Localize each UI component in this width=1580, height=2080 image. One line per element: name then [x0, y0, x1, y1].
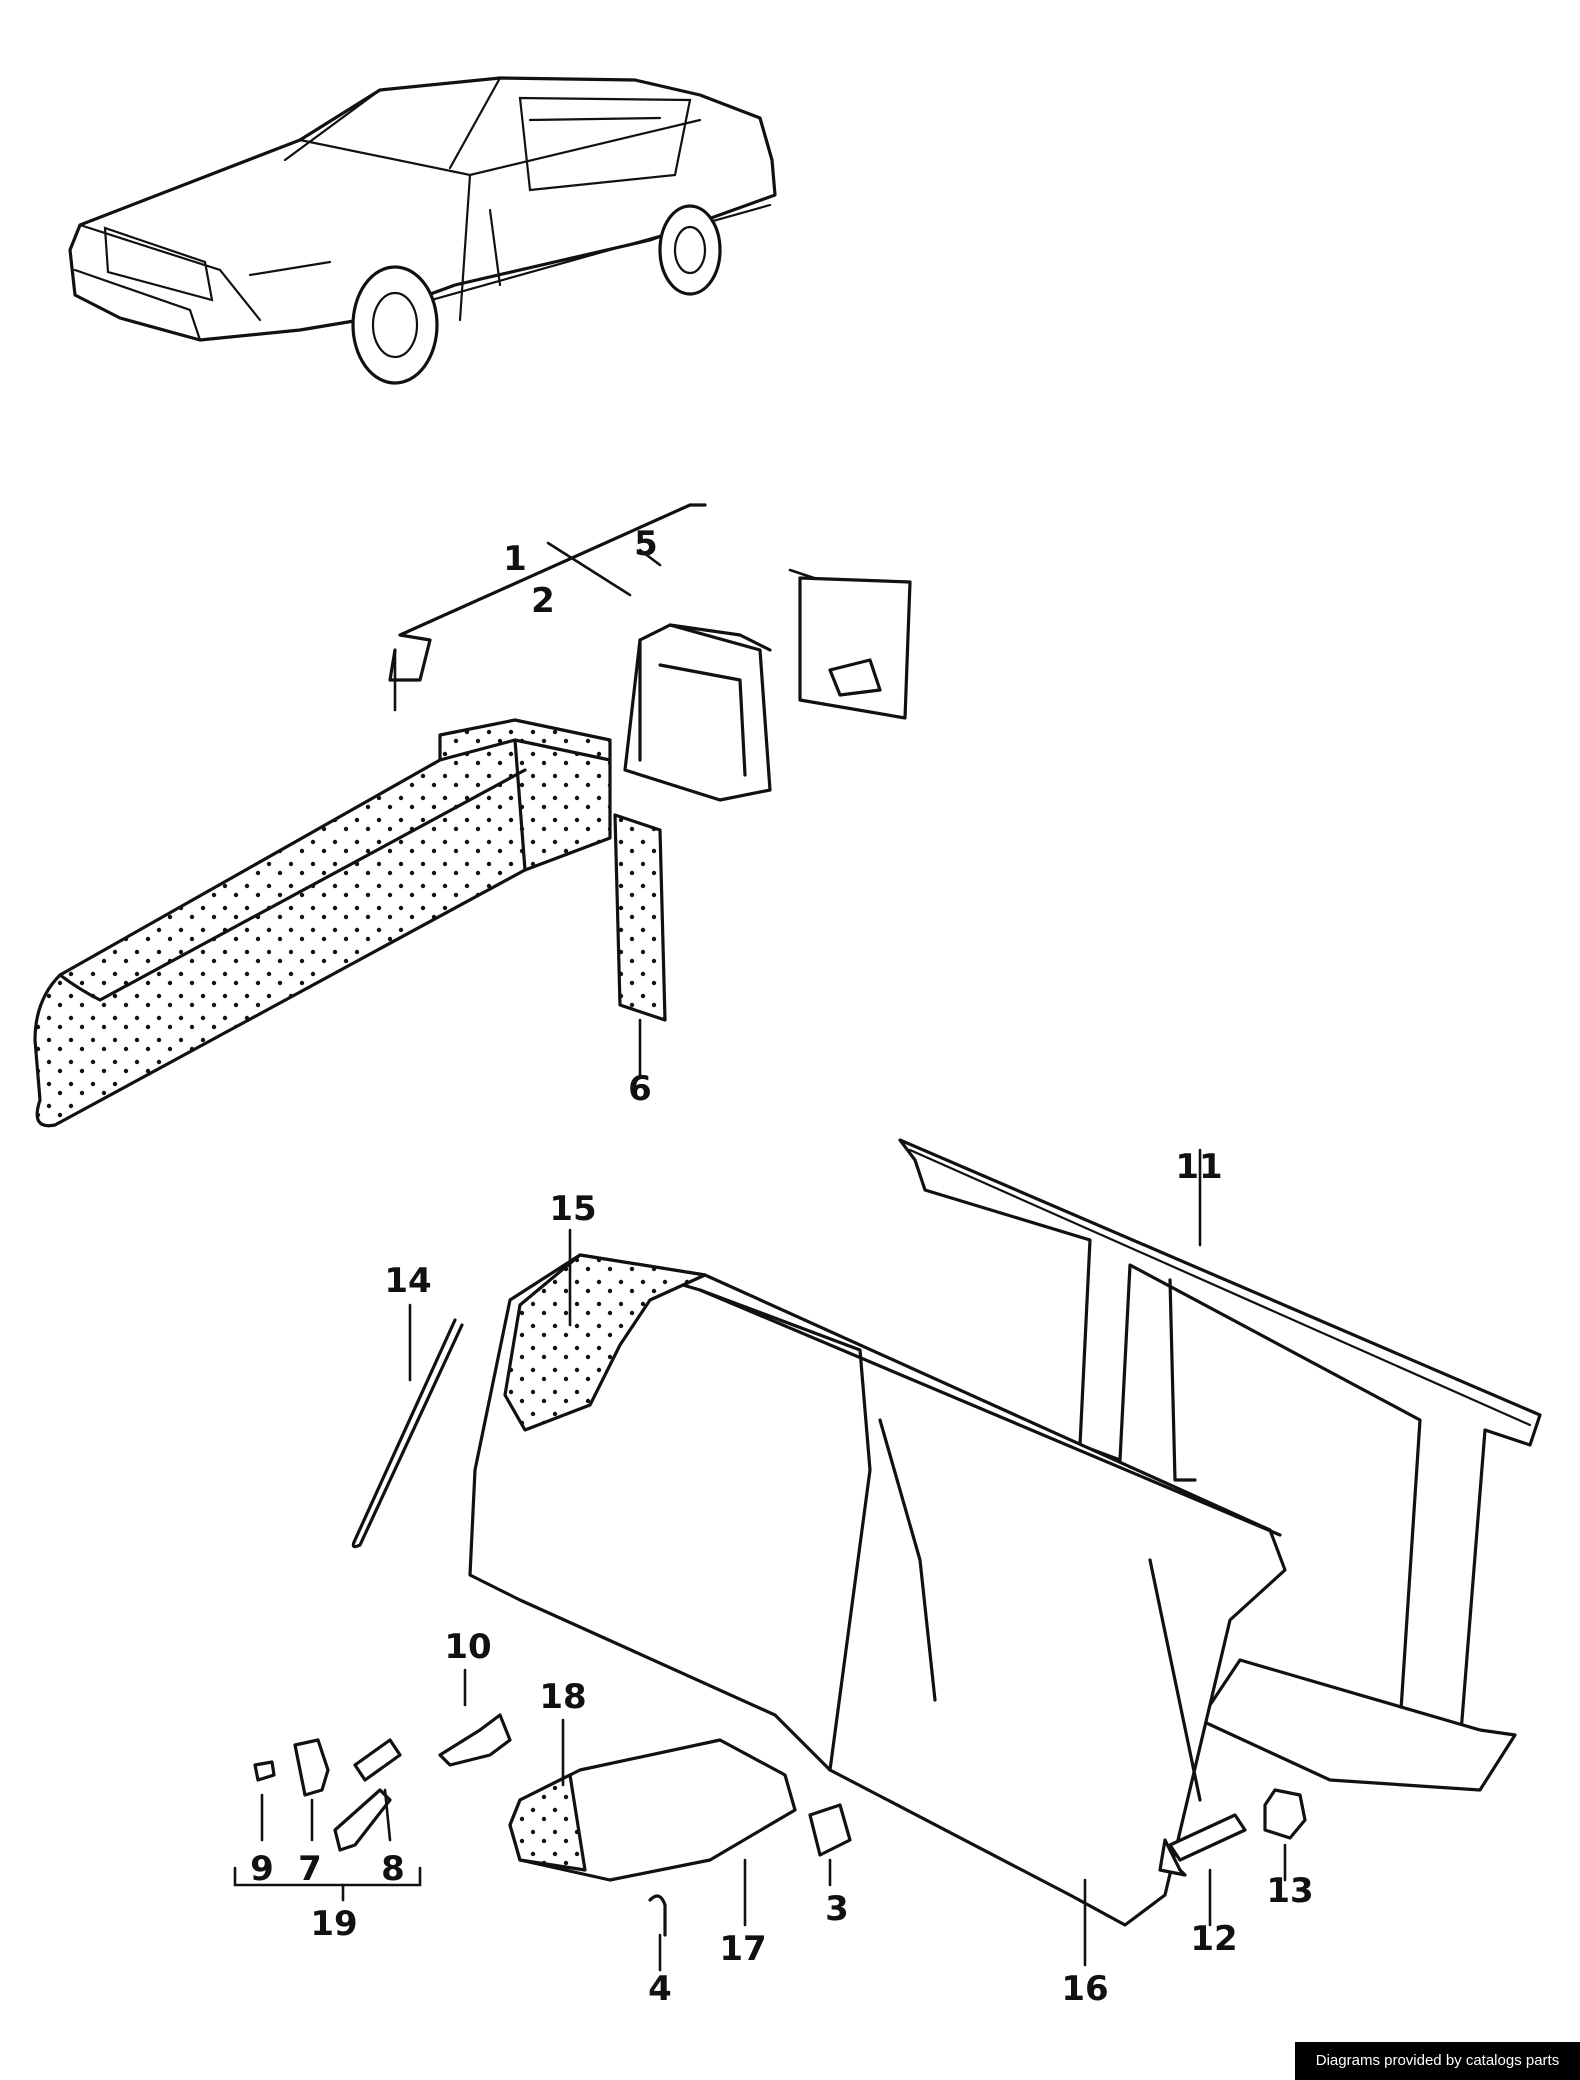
callout-labels: 1 2 3 4 5 6 7 8 9 10 11 12 13 14 15 16 1… — [250, 524, 1314, 2009]
clip-part-3 — [808, 1803, 852, 1857]
callout-10: 10 — [444, 1627, 491, 1667]
bracket-part-1 — [388, 503, 707, 682]
callout-8: 8 — [381, 1849, 405, 1889]
screw-part-10 — [438, 1713, 512, 1767]
strip-part-14 — [351, 1318, 464, 1549]
console-part — [33, 718, 612, 1128]
callout-18: 18 — [539, 1677, 586, 1717]
armrest-pad-part-18 — [508, 1773, 587, 1872]
hook-part-7 — [293, 1738, 330, 1797]
credit-banner: Diagrams provided by catalogs parts — [1295, 2042, 1580, 2080]
callout-13: 13 — [1266, 1871, 1313, 1911]
callout-1: 1 — [503, 539, 527, 579]
callout-4: 4 — [648, 1969, 672, 2009]
padding-part-15 — [503, 1253, 707, 1432]
spring-part-8 — [353, 1738, 402, 1782]
seat-back-part-16 — [468, 1253, 1287, 1927]
cap-part-9 — [253, 1760, 276, 1782]
bolt-part-12 — [1158, 1813, 1247, 1877]
callout-7: 7 — [298, 1849, 322, 1889]
callout-9: 9 — [250, 1849, 274, 1889]
clip-part-4 — [648, 1894, 667, 1937]
callout-12: 12 — [1190, 1919, 1237, 1959]
car-illustration — [68, 76, 777, 385]
strip-part-6 — [613, 813, 667, 1022]
lower-parts-group — [233, 1138, 1542, 1972]
callout-14: 14 — [384, 1261, 431, 1301]
callout-5: 5 — [634, 524, 658, 564]
box-part-2 — [623, 623, 772, 802]
plate-part-19 — [333, 1788, 392, 1852]
callout-11: 11 — [1175, 1147, 1222, 1187]
panel-part-5 — [798, 576, 912, 720]
frame-part-11 — [898, 1138, 1542, 1777]
callout-3: 3 — [825, 1889, 849, 1929]
callout-17: 17 — [719, 1929, 766, 1969]
callout-2: 2 — [531, 581, 555, 621]
upper-parts-group — [33, 503, 912, 1128]
callout-16: 16 — [1061, 1969, 1108, 2009]
callout-6: 6 — [628, 1069, 652, 1109]
callout-19: 19 — [310, 1904, 357, 1944]
callout-15: 15 — [549, 1189, 596, 1229]
washer-part-13 — [1263, 1788, 1307, 1840]
